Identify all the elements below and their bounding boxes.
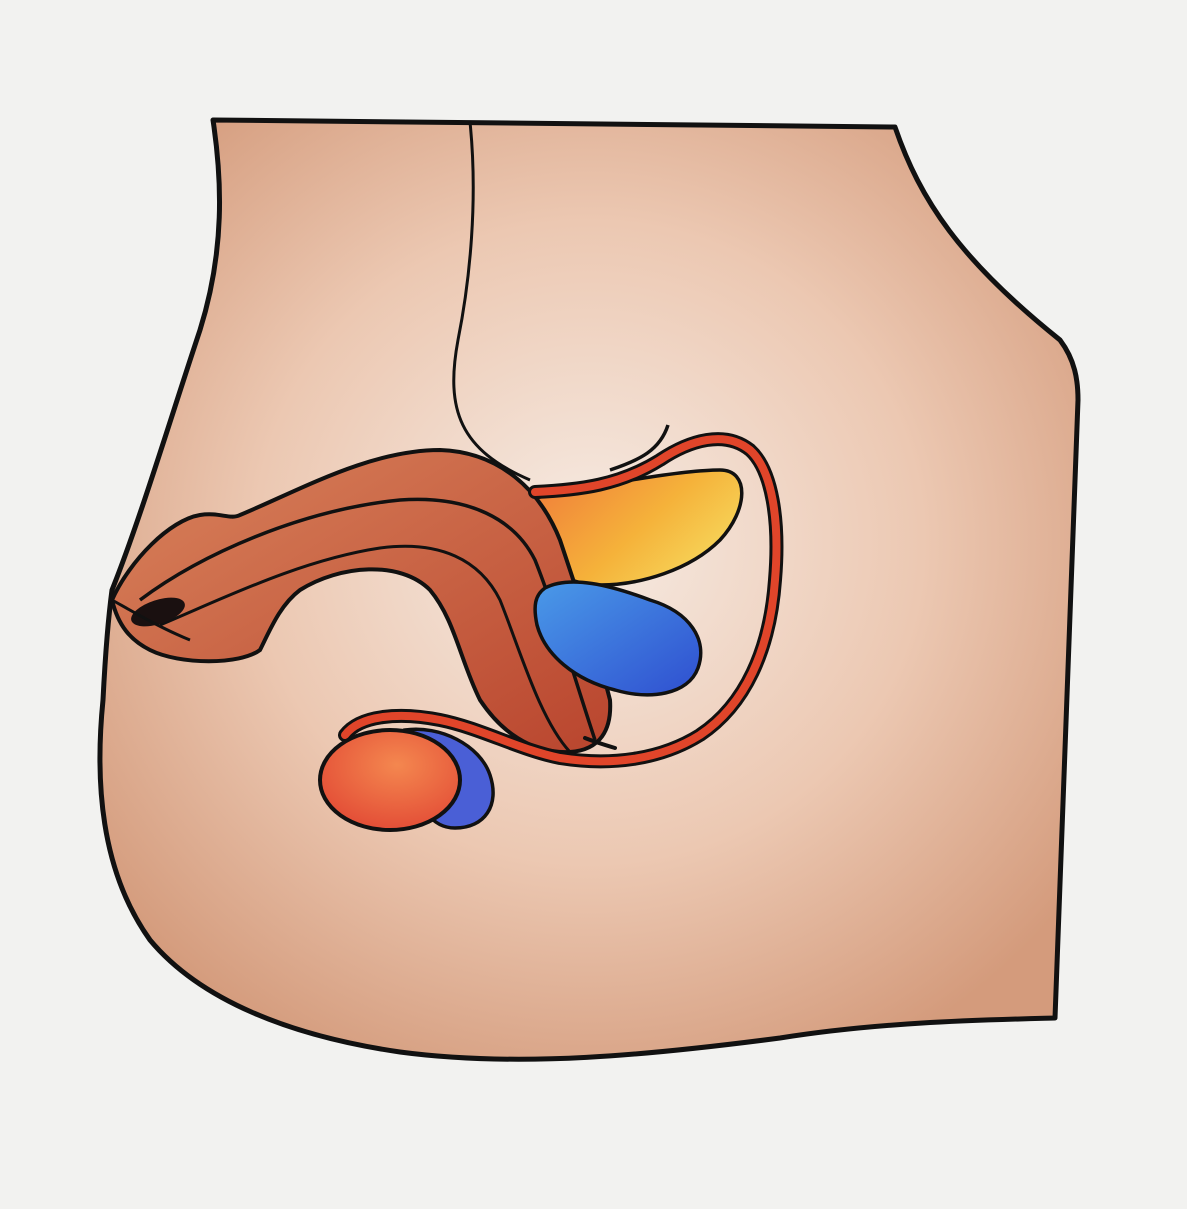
testis — [318, 728, 462, 832]
duct-tail — [583, 736, 617, 750]
intergluteal-line — [452, 121, 531, 482]
ejaculatory-hook — [609, 424, 670, 472]
prostate-gland — [533, 580, 703, 697]
vas-deferens-fill — [341, 435, 781, 766]
corpus-lower-line — [159, 544, 572, 754]
penis-shaft — [109, 447, 613, 755]
glans-tip-line — [111, 598, 191, 642]
